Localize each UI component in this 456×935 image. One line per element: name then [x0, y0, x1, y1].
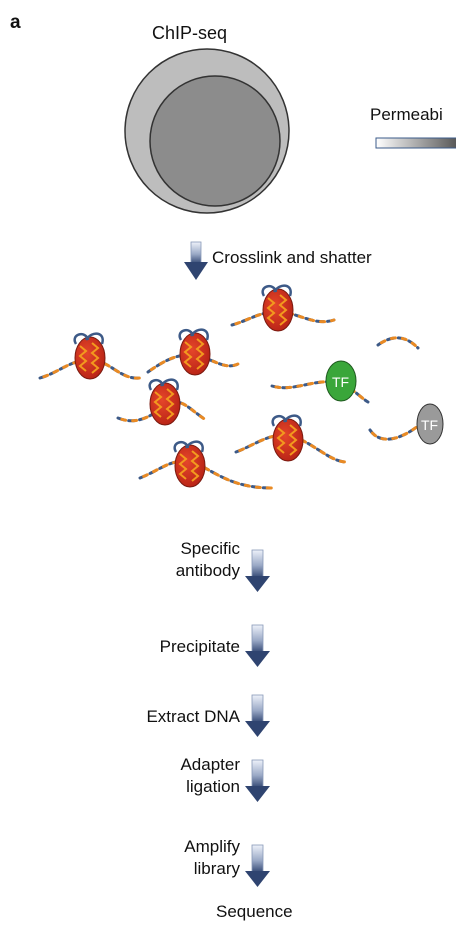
tf-unbound: TF [416, 403, 444, 445]
nucleosome [271, 414, 305, 463]
step-label-extract: Extract DNA [146, 707, 240, 726]
tf-unbound-label: TF [421, 417, 438, 433]
nucleosome [178, 328, 212, 377]
step-arrow [245, 844, 270, 887]
nucleosome [148, 378, 182, 427]
panel-label: a [10, 12, 21, 33]
step-arrow [245, 694, 270, 737]
permeability-bar [375, 137, 456, 149]
permeability-label: Permeabi [370, 105, 443, 124]
tf-bound-label: TF [332, 374, 349, 390]
tf-bound: TF [325, 360, 357, 402]
nucleosome [73, 332, 107, 381]
nucleosome [173, 440, 207, 489]
crosslink-label: Crosslink and shatter [212, 248, 372, 267]
step-arrows [245, 549, 270, 887]
step-arrow [245, 759, 270, 802]
step-arrow [245, 549, 270, 592]
step-label-precipitate: Precipitate [159, 637, 240, 656]
step-label-adapter: Adapter ligation [180, 755, 240, 796]
title: ChIP-seq [152, 23, 228, 43]
nucleosome [261, 284, 295, 333]
final-label: Sequence [216, 902, 293, 921]
step-label-amplify: Amplify library [184, 837, 240, 878]
crosslink-arrow [184, 241, 208, 280]
dna-fragments [38, 310, 420, 490]
step-arrow [245, 624, 270, 667]
step-label-antibody: Specific antibody [175, 539, 240, 580]
cell-nucleus [149, 75, 281, 207]
